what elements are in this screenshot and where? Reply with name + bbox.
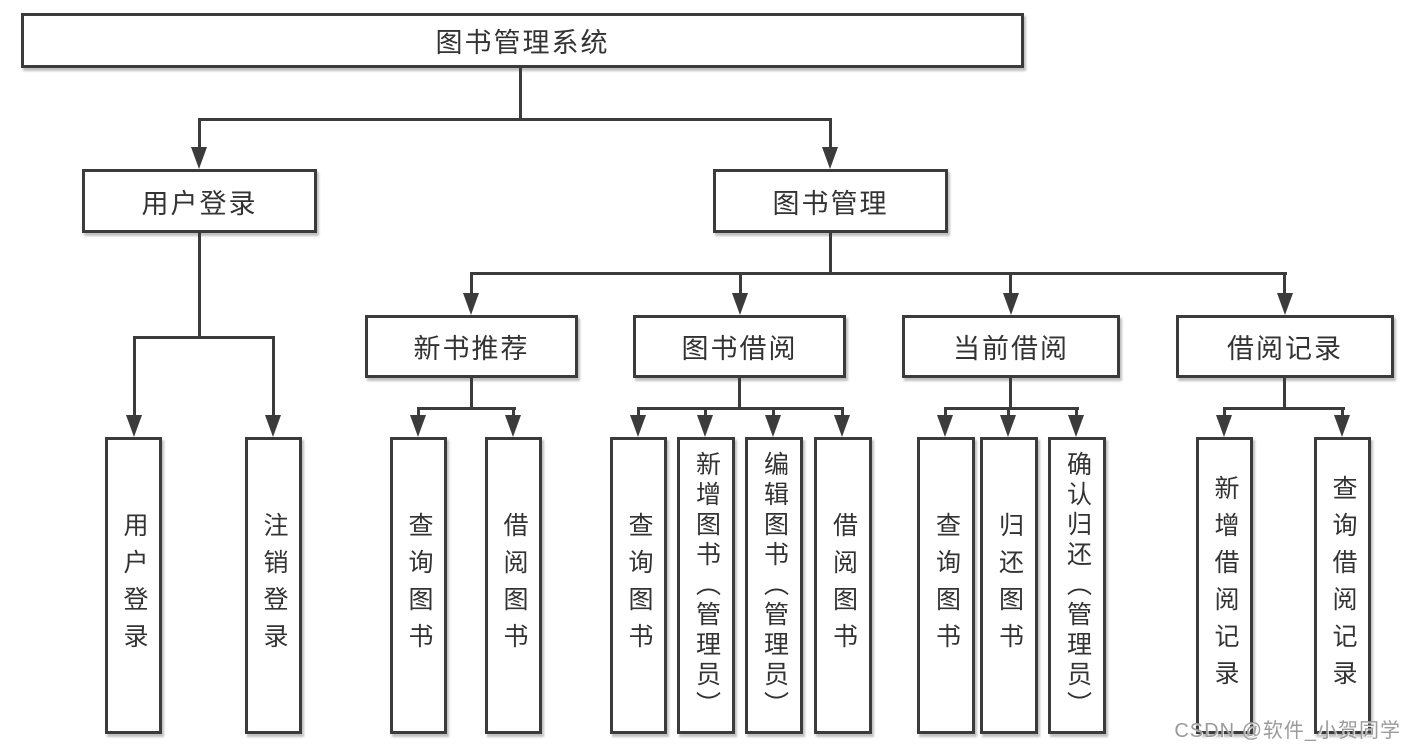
csdn-watermark: CSDN @软件_小贺同学 xyxy=(1174,720,1401,742)
connector-line xyxy=(198,118,201,150)
leaf-add-books-admin: 新增图书（管理员） xyxy=(677,437,735,734)
connector-line xyxy=(739,272,742,297)
connector-line xyxy=(772,407,775,419)
arrow-down-icon xyxy=(834,415,850,437)
connector-line xyxy=(1341,407,1344,419)
connector-line xyxy=(1223,407,1345,410)
arrow-down-icon xyxy=(765,415,781,437)
arrow-down-icon xyxy=(1277,293,1293,315)
connector-line xyxy=(1223,407,1226,419)
node-current-borrow: 当前借阅 xyxy=(902,315,1120,378)
arrow-down-icon xyxy=(937,415,953,437)
connector-line xyxy=(704,407,707,419)
leaf-user-login: 用户登录 xyxy=(105,437,162,734)
arrow-down-icon xyxy=(505,415,521,437)
connector-line xyxy=(272,336,275,418)
node-book-management: 图书管理 xyxy=(713,169,948,233)
arrow-down-icon xyxy=(732,293,748,315)
connector-line xyxy=(841,407,844,419)
node-borrow-records: 借阅记录 xyxy=(1176,315,1394,378)
arrow-down-icon xyxy=(822,147,838,169)
arrow-down-icon xyxy=(126,415,142,437)
connector-line xyxy=(637,407,844,410)
leaf-query-books-borrow: 查询图书 xyxy=(610,437,667,734)
connector-line xyxy=(829,118,832,150)
connector-line xyxy=(1009,272,1012,297)
arrow-down-icon xyxy=(1068,415,1084,437)
connector-line xyxy=(944,407,1079,410)
connector-line xyxy=(470,378,473,409)
connector-line xyxy=(470,272,473,297)
connector-line xyxy=(512,407,515,419)
leaf-confirm-return-admin: 确认归还（管理员） xyxy=(1048,437,1106,734)
arrow-down-icon xyxy=(265,415,281,437)
connector-line xyxy=(198,233,201,338)
arrow-down-icon xyxy=(1003,293,1019,315)
node-book-borrow: 图书借阅 xyxy=(633,315,846,378)
connector-line xyxy=(417,407,516,410)
leaf-add-borrow-record: 新增借阅记录 xyxy=(1196,437,1253,734)
connector-line xyxy=(738,378,741,409)
arrow-down-icon xyxy=(1216,415,1232,437)
arrow-down-icon xyxy=(191,147,207,169)
arrow-down-icon xyxy=(630,415,646,437)
connector-line xyxy=(470,272,1287,275)
leaf-borrow-books: 借阅图书 xyxy=(814,437,872,734)
connector-line xyxy=(829,233,832,274)
connector-line xyxy=(133,336,136,418)
leaf-return-books: 归还图书 xyxy=(980,437,1038,734)
connector-line xyxy=(1007,407,1010,419)
leaf-borrow-books-recommend: 借阅图书 xyxy=(485,437,542,734)
leaf-query-books-recommend: 查询图书 xyxy=(390,437,447,734)
arrow-down-icon xyxy=(463,293,479,315)
leaf-logout-login: 注销登录 xyxy=(245,437,302,734)
connector-line xyxy=(944,407,947,419)
leaf-query-borrow-record: 查询借阅记录 xyxy=(1314,437,1371,734)
arrow-down-icon xyxy=(1334,415,1350,437)
connector-line xyxy=(519,68,522,120)
connector-line xyxy=(1075,407,1078,419)
connector-line xyxy=(1283,272,1286,297)
connector-line xyxy=(1283,378,1286,409)
arrow-down-icon xyxy=(697,415,713,437)
connector-line xyxy=(198,118,832,121)
connector-line xyxy=(133,336,275,339)
leaf-query-books-current: 查询图书 xyxy=(917,437,975,734)
arrow-down-icon xyxy=(1000,415,1016,437)
arrow-down-icon xyxy=(410,415,426,437)
node-user-login: 用户登录 xyxy=(82,169,317,233)
connector-line xyxy=(637,407,640,419)
leaf-edit-books-admin: 编辑图书（管理员） xyxy=(745,437,803,734)
connector-line xyxy=(417,407,420,419)
connector-line xyxy=(1009,378,1012,409)
node-new-book-recommend: 新书推荐 xyxy=(365,315,578,378)
node-library-system: 图书管理系统 xyxy=(21,13,1024,68)
